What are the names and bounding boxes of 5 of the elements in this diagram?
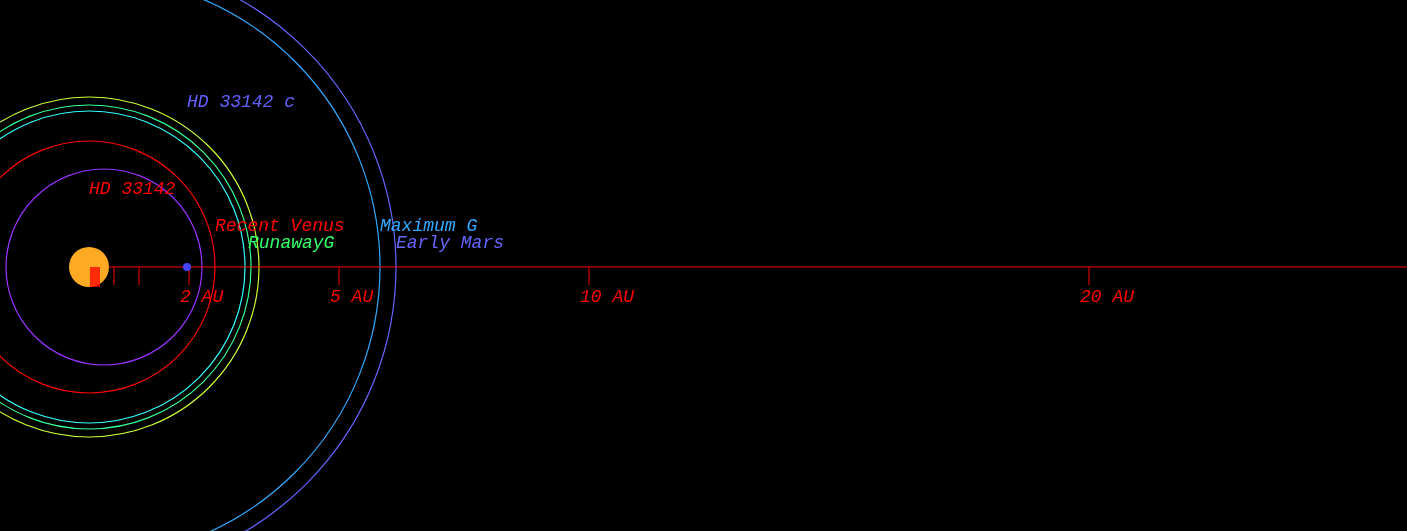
zone-label: Early Mars (396, 233, 505, 253)
axis-tick-label: 5 AU (330, 287, 374, 307)
planet-label: HD 33142 c (187, 92, 296, 112)
axis-tick-label: 10 AU (580, 287, 634, 307)
axis-tick-label: 20 AU (1080, 287, 1134, 307)
